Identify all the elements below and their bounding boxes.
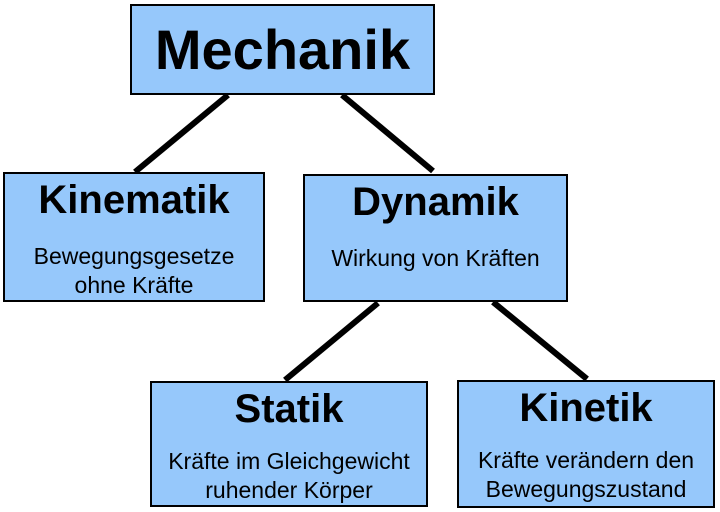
node-kinetik: Kinetik Kräfte verändern den Bewegungszu… bbox=[457, 380, 715, 508]
node-dynamik: Dynamik Wirkung von Kräften bbox=[303, 174, 568, 302]
node-dynamik-description: Wirkung von Kräften bbox=[331, 245, 540, 271]
node-kinematik-description: Bewegungsgesetze ohne Kräfte bbox=[33, 243, 235, 298]
node-kinetik-description: Kräfte verändern den Bewegungszustand bbox=[477, 447, 695, 502]
node-kinetik-title: Kinetik bbox=[519, 386, 653, 430]
node-mechanik-title: Mechanik bbox=[154, 17, 411, 81]
node-dynamik-title: Dynamik bbox=[352, 180, 519, 224]
connector-dynamik-statik bbox=[283, 300, 380, 383]
connector-mechanik-kinematik bbox=[133, 92, 230, 175]
node-statik-title: Statik bbox=[234, 387, 344, 431]
node-kinematik-title: Kinematik bbox=[38, 178, 230, 222]
connector-mechanik-dynamik bbox=[340, 92, 435, 174]
connector-dynamik-kinetik bbox=[491, 299, 589, 382]
node-mechanik: Mechanik bbox=[130, 4, 435, 95]
node-statik: Statik Kräfte im Gleichgewicht ruhender … bbox=[150, 381, 428, 507]
node-statik-description: Kräfte im Gleichgewicht ruhender Körper bbox=[168, 448, 410, 503]
node-kinematik: Kinematik Bewegungsgesetze ohne Kräfte bbox=[3, 172, 265, 302]
